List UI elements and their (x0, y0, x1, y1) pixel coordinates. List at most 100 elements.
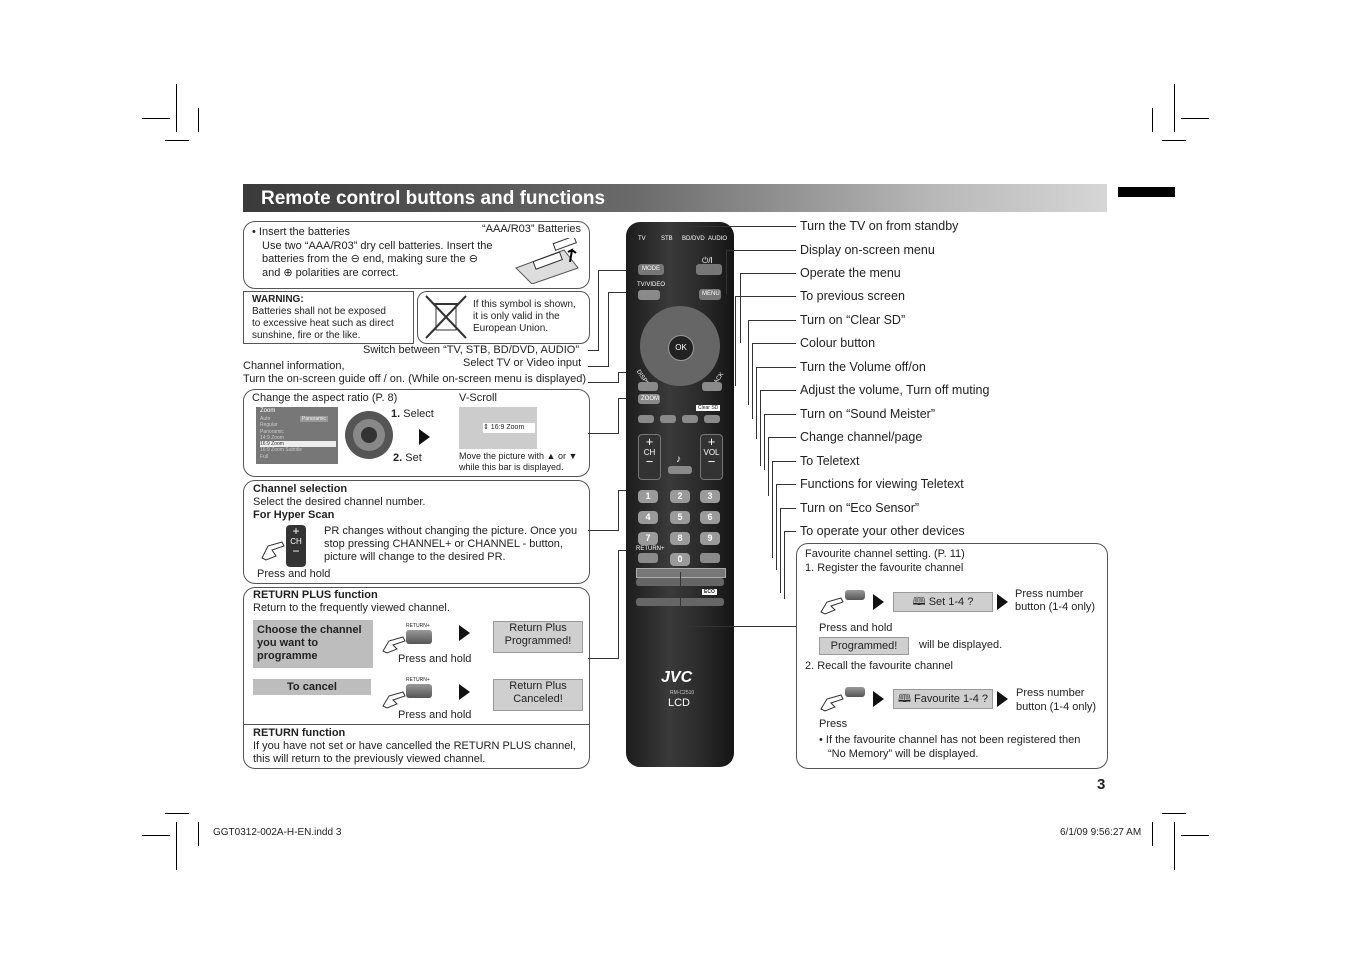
press-number-1: Press number (1015, 588, 1084, 600)
mode-button[interactable]: MODE (638, 264, 664, 275)
returnplus-label: RETURN+ (636, 546, 665, 552)
ok-label: OK (675, 343, 687, 352)
warning-text-3: sunshine, fire or the like. (252, 330, 361, 341)
pointing-hand-icon (820, 597, 844, 615)
number-button-8[interactable]: 8 (670, 532, 690, 545)
choose-channel-label: Choose the channel you want to programme (253, 620, 373, 668)
mode-label: MODE (642, 266, 660, 272)
return-plus-button[interactable] (638, 553, 658, 563)
leader-line (764, 414, 796, 415)
tvvideo-button[interactable] (638, 290, 660, 300)
model-number: RM-C2510 (670, 690, 695, 696)
leader-line (618, 550, 619, 659)
aspect-step-1: 1. Select (391, 408, 434, 420)
leader-line (748, 320, 796, 321)
colour-button-blue[interactable] (704, 415, 720, 423)
favourite-prompt: 🕮 Favourite 1-4 ? (893, 689, 993, 709)
display-button[interactable] (638, 382, 658, 391)
callout-channel: Change channel/page (800, 430, 923, 444)
set-prompt-text: Set 1-4 ? (928, 596, 974, 608)
mute-icon: ♪ (676, 454, 681, 465)
leader-line (618, 372, 632, 373)
number-button-5[interactable]: 5 (670, 511, 690, 524)
leader-line (608, 292, 609, 367)
callout-teletext-functions: Functions for viewing Teletext (800, 477, 964, 491)
number-button-1[interactable]: 1 (638, 490, 658, 503)
callout-volume: Adjust the volume, Turn off muting (800, 383, 990, 397)
number-button-2[interactable]: 2 (670, 490, 690, 503)
arrow-right-icon (459, 684, 470, 700)
canceled-message: Return Plus Canceled! (493, 679, 583, 711)
zoom-menu-list: Auto Regular Panoramic 14:9 Zoom 16:9 Zo… (260, 416, 336, 460)
zoom-menu-item: Regular (260, 422, 278, 429)
favourite-step-2: 2. Recall the favourite channel (805, 660, 953, 672)
power-button[interactable]: ⏻/I (696, 256, 722, 275)
zoom-menu-item-selected: 16:9 Zoom (260, 441, 336, 448)
press-number-1b: button (1-4 only) (1015, 601, 1096, 613)
leader-line (776, 484, 777, 570)
colour-button-red[interactable] (638, 415, 654, 423)
aspect-title: Change the aspect ratio (P. 8) (252, 392, 398, 404)
to-cancel-label: To cancel (253, 679, 371, 695)
teletext-function-row[interactable] (636, 568, 726, 578)
ch-label: CH (643, 448, 656, 457)
number-button-6[interactable]: 6 (700, 511, 720, 524)
sound-meister-button[interactable] (668, 466, 692, 474)
zoom-menu-side: Panoramic (300, 416, 328, 422)
hyper-scan-text-3: picture will change to the desired PR. (324, 551, 506, 563)
colour-button-yellow[interactable] (682, 415, 698, 423)
leader-line (768, 437, 796, 438)
crop-mark (1174, 84, 1175, 132)
leader-line (608, 292, 638, 293)
return-function-text-1: If you have not set or have cancelled th… (253, 740, 576, 752)
press-number-2b: button (1-4 only) (1016, 701, 1097, 713)
crop-mark (198, 108, 199, 132)
favourite-button (845, 590, 865, 600)
leader-line (756, 367, 757, 439)
channel-rocker[interactable]: +CH− (638, 434, 661, 480)
clearsd-label: Clear SD (696, 405, 721, 411)
crossed-bin-icon (425, 295, 467, 339)
favourite-prompt-text: Favourite 1-4 ? (914, 693, 989, 705)
crop-mark (198, 822, 199, 846)
favourite-note-1: • If the favourite channel has not been … (819, 734, 1081, 746)
leader-line (780, 508, 781, 593)
zoom-button[interactable]: ZOOM (638, 394, 660, 404)
aspect-ratio-box: Change the aspect ratio (P. 8) Zoom Pano… (243, 389, 590, 477)
leader-line (680, 226, 796, 227)
zoom-menu-item: Full (260, 453, 269, 460)
crop-mark (165, 140, 189, 141)
leader-line (726, 250, 727, 294)
select-dial-icon (345, 411, 393, 459)
number-button-4[interactable]: 4 (638, 511, 658, 524)
leader-line (768, 437, 769, 496)
pointing-hand-icon (261, 541, 285, 561)
crop-mark (176, 822, 177, 870)
leader-line (680, 626, 796, 627)
aspect-step-2: 2. Set (393, 452, 422, 464)
number-button-0[interactable]: 0 (670, 553, 690, 566)
back-button[interactable] (702, 382, 722, 391)
zoom-menu-title: Zoom (260, 408, 276, 414)
remote-label-stb: STB (661, 236, 673, 242)
remote-label-audio: AUDIO (708, 236, 728, 242)
menu-button[interactable]: MENU (699, 289, 721, 300)
colour-button-green[interactable] (660, 415, 676, 423)
favourite-title: Favourite channel setting. (P. 11) (805, 548, 965, 560)
number-button-3[interactable]: 3 (700, 490, 720, 503)
leader-line (588, 433, 618, 434)
zoom-label: ZOOM (641, 396, 659, 402)
ok-button[interactable]: OK (668, 335, 694, 361)
leader-line (618, 550, 633, 551)
return-function-title: RETURN function (253, 727, 346, 739)
teletext-button[interactable] (700, 553, 720, 563)
zoom-menu-item: Auto (260, 416, 271, 422)
book-icon: 🕮 (897, 693, 911, 705)
volume-rocker[interactable]: +VOL− (700, 434, 723, 480)
page-title: Remote control buttons and functions (261, 188, 606, 209)
zoom-menu-screen: Zoom Panoramic Auto Regular Panoramic 14… (256, 407, 338, 464)
number-button-9[interactable]: 9 (700, 532, 720, 545)
arrow-right-icon (997, 691, 1008, 707)
eco-label: ECO (702, 589, 717, 595)
number-button-7[interactable]: 7 (638, 532, 658, 545)
